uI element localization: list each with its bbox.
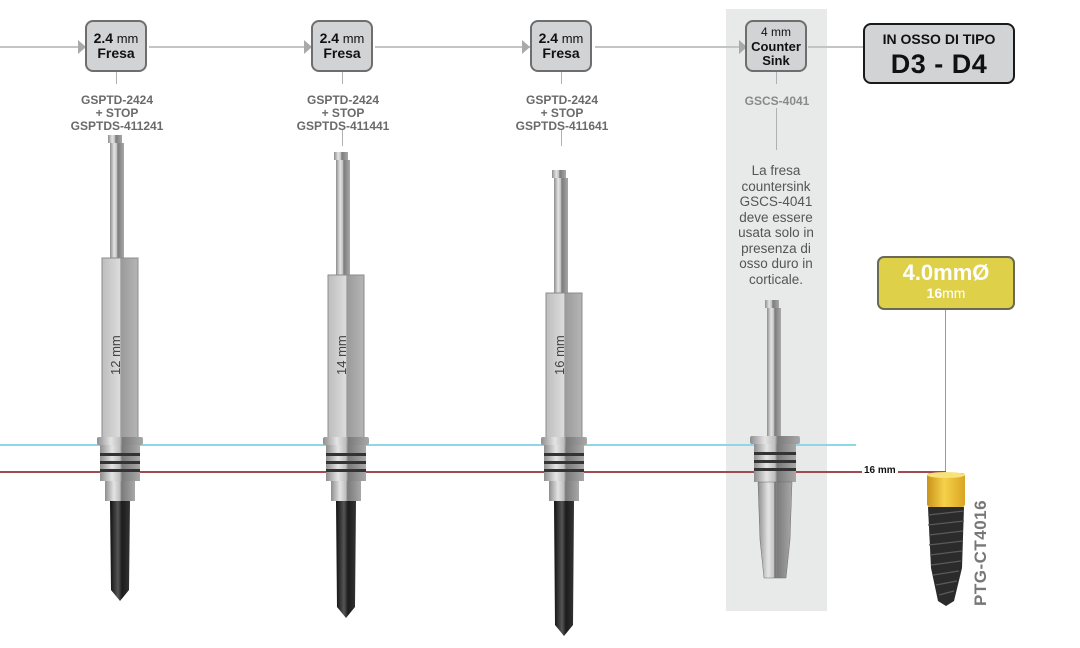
implant-size-badge: 4.0mmØ 16mm: [877, 256, 1015, 310]
implant-connector: [945, 310, 946, 473]
connector-tick: [342, 130, 343, 146]
countersink-type-line1: Counter: [751, 38, 801, 54]
step-box-drill-3[interactable]: 2.4 mm Fresa: [530, 20, 592, 72]
countersink-tool-image: [750, 300, 800, 579]
drill-code-1: GSPTD-2424 + STOP GSPTDS-411241: [47, 94, 187, 133]
code-line: GSPTDS-411641: [515, 119, 609, 133]
flow-line-1: [149, 46, 304, 48]
implant-image: [927, 472, 965, 606]
drill-depth-label: 14 mm: [334, 335, 349, 375]
drill-diameter: 2.4: [319, 30, 340, 46]
bone-type-value: D3 - D4: [890, 49, 988, 79]
drill-type: Fresa: [542, 45, 580, 61]
code-line: GSPTD-2424: [80, 93, 154, 107]
flow-line-2: [375, 46, 530, 48]
depth-line: [0, 471, 946, 473]
implant-length-unit: mm: [942, 285, 966, 301]
flow-line-0: [0, 46, 78, 48]
drill-unit: mm: [116, 31, 139, 46]
depth-marker-label: 16 mm: [862, 465, 898, 476]
bone-crest-line: [0, 444, 856, 446]
drill-unit: mm: [561, 31, 584, 46]
drill-unit: mm: [342, 31, 365, 46]
implant-length-value: 16: [926, 285, 943, 301]
code-line: + STOP: [321, 106, 365, 120]
countersink-note: La fresa countersink GSCS-4041 deve esse…: [738, 163, 814, 287]
connector-tick: [561, 130, 562, 146]
arrow-right-icon: [739, 40, 747, 54]
flow-line-4: [808, 46, 864, 48]
drill-16mm-image: [541, 170, 587, 636]
implant-code-label: PTG-CT4016: [971, 499, 990, 606]
step-box-countersink[interactable]: 4 mm Counter Sink: [745, 20, 807, 72]
code-line: GSPTD-2424: [306, 93, 380, 107]
implant-diameter: 4.0mmØ: [902, 260, 990, 285]
drill-14mm-image: [323, 152, 369, 618]
drill-diameter: 2.4: [538, 30, 559, 46]
bone-type-badge: IN OSSO DI TIPO D3 - D4: [863, 23, 1015, 84]
arrow-right-icon: [304, 40, 312, 54]
bone-type-label: IN OSSO DI TIPO: [882, 31, 996, 47]
code-line: GSPTD-2424: [525, 93, 599, 107]
countersink-unit: mm: [771, 24, 792, 39]
code-line: GSPTDS-411241: [70, 119, 164, 133]
arrow-right-icon: [78, 40, 86, 54]
connector-tick: [342, 72, 343, 84]
countersink-diameter: 4: [760, 24, 768, 39]
connector-tick: [776, 108, 777, 150]
connector-tick: [116, 72, 117, 84]
arrow-right-icon: [522, 40, 530, 54]
step-box-drill-2[interactable]: 2.4 mm Fresa: [311, 20, 373, 72]
drill-12mm-image: [97, 135, 143, 601]
drill-depth-label: 16 mm: [552, 335, 567, 375]
code-line: GSCS-4041: [744, 94, 810, 108]
drill-code-2: GSPTD-2424 + STOP GSPTDS-411441: [273, 94, 413, 133]
code-line: + STOP: [540, 106, 584, 120]
countersink-code: GSCS-4041: [707, 95, 847, 108]
flow-line-3: [595, 46, 739, 48]
code-line: + STOP: [95, 106, 139, 120]
connector-tick: [776, 72, 777, 84]
drill-type: Fresa: [323, 45, 361, 61]
connector-tick: [561, 72, 562, 84]
drill-type: Fresa: [97, 45, 135, 61]
drill-code-3: GSPTD-2424 + STOP GSPTDS-411641: [492, 94, 632, 133]
step-box-drill-1[interactable]: 2.4 mm Fresa: [85, 20, 147, 72]
code-line: GSPTDS-411441: [296, 119, 390, 133]
countersink-type-line2: Sink: [762, 52, 790, 68]
drill-diameter: 2.4: [93, 30, 114, 46]
drill-depth-label: 12 mm: [108, 335, 123, 375]
